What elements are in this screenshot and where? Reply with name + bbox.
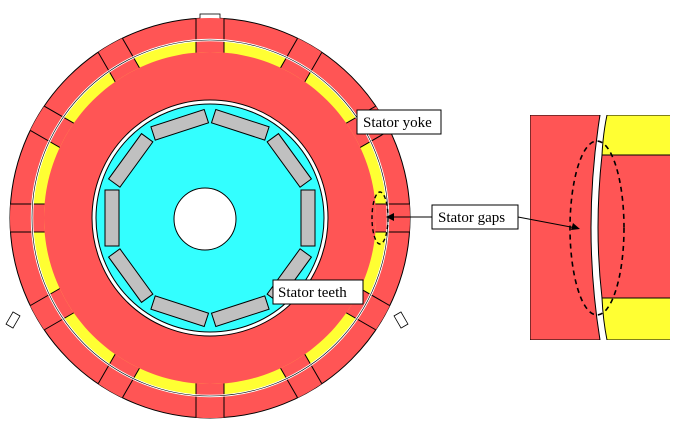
zoom-coil-top [601, 115, 670, 156]
callout-stator-gaps: Stator gaps [386, 204, 580, 230]
label-stator-teeth: Stator teeth [278, 285, 347, 301]
rotor-magnet [150, 295, 210, 328]
rotor-magnet [107, 132, 154, 188]
label-stator-yoke: Stator yoke [363, 115, 432, 131]
rotor-magnet [210, 295, 270, 328]
callout-stator-teeth: Stator teeth [272, 279, 364, 305]
zoom-tooth [597, 154, 670, 299]
zoomed-gap-view [530, 115, 670, 340]
yoke-notch-right [393, 311, 409, 329]
zoom-coil-bottom [601, 297, 670, 340]
rotor-magnet [300, 189, 316, 247]
label-stator-gaps: Stator gaps [438, 210, 505, 226]
yoke-notch-left [5, 311, 21, 329]
motor-cross-section [5, 13, 411, 419]
rotor-magnet [210, 108, 270, 141]
stator-gap-ellipse-right [569, 140, 625, 316]
rotor-magnet [266, 132, 313, 188]
zoom-yoke [530, 115, 601, 340]
shaft-hole [173, 187, 237, 251]
rotor-magnet [107, 248, 154, 304]
rotor-magnet [150, 108, 210, 141]
callout-stator-yoke: Stator yoke [356, 109, 442, 135]
rotor-magnet [104, 189, 120, 247]
